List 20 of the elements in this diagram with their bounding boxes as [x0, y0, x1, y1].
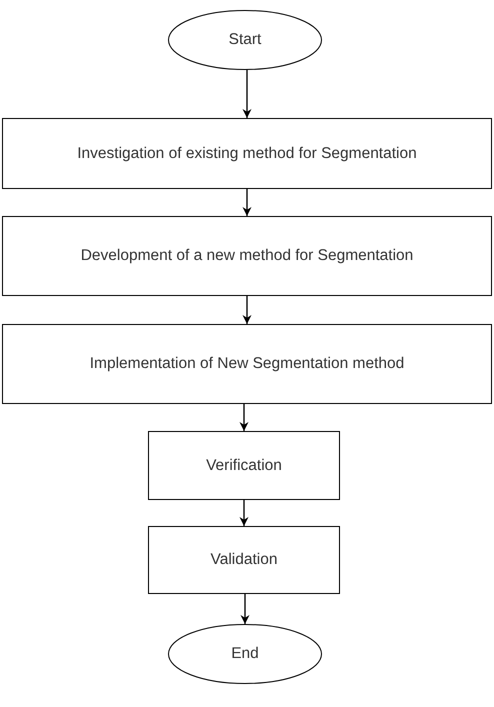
- process-box: [2, 216, 492, 296]
- arrow: [240, 500, 248, 526]
- node-label: End: [230, 645, 260, 663]
- process-box: [148, 431, 340, 500]
- arrow: [242, 70, 252, 118]
- terminal-ellipse: [168, 624, 322, 684]
- node-label: Validation: [210, 551, 278, 569]
- process-box: [2, 324, 492, 404]
- arrow: [240, 404, 248, 431]
- terminal-ellipse: [168, 10, 322, 70]
- node-label: Investigation of existing method for Segmentation: [76, 144, 418, 162]
- arrow: [242, 189, 252, 216]
- process-box: [148, 526, 340, 594]
- arrow: [240, 594, 250, 624]
- node-label: Development of a new method for Segmentation: [80, 247, 414, 265]
- arrow: [242, 296, 252, 324]
- node-label: Start: [228, 31, 262, 49]
- node-label: Implementation of New Segmentation method: [88, 355, 406, 373]
- node-label: Verification: [205, 456, 283, 474]
- process-box: [2, 118, 492, 189]
